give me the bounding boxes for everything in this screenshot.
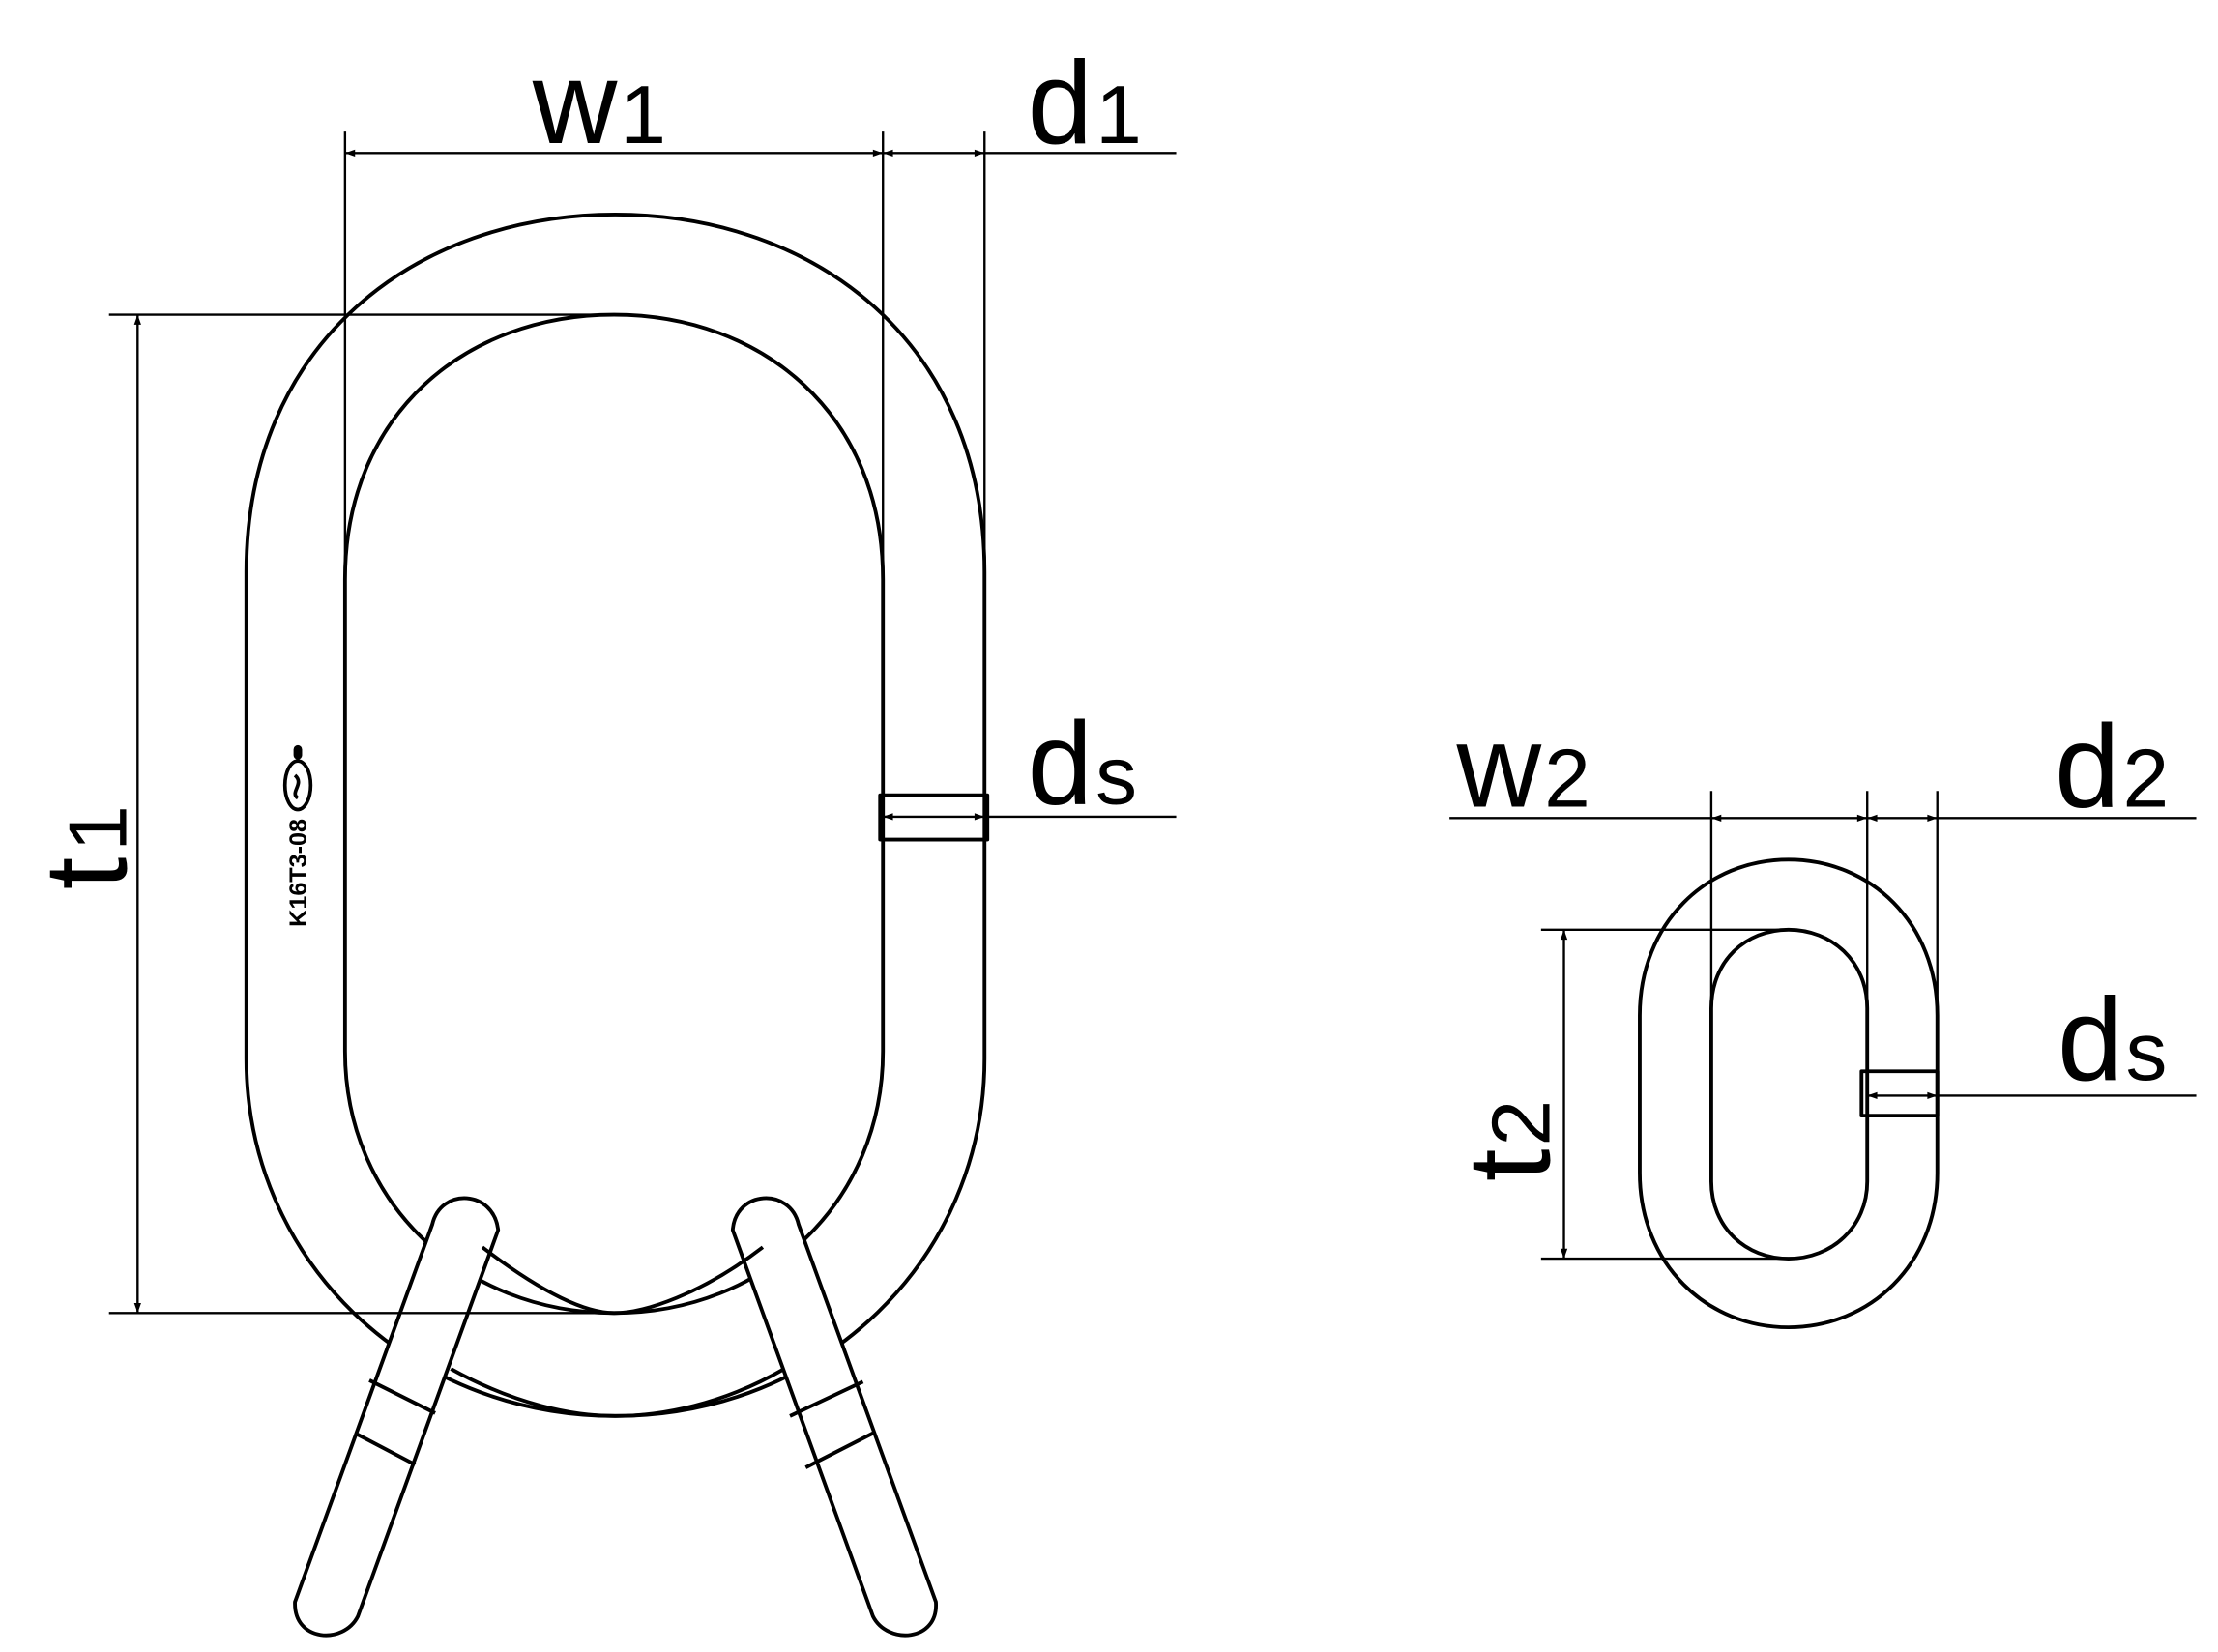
ds1-label: ds bbox=[1028, 698, 1137, 829]
connecting-link-outer-contour bbox=[1638, 857, 1940, 1330]
connecting-link-dimensions bbox=[1449, 791, 2197, 1261]
master-link-dimensions bbox=[108, 131, 1177, 1315]
d1-label: d1 bbox=[1028, 37, 1142, 168]
w2-label: w2 bbox=[1456, 701, 1591, 832]
manufacturer-logo-icon bbox=[282, 744, 313, 812]
w1-label: w1 bbox=[532, 37, 666, 168]
master-link-marking: K16T3-08 bbox=[282, 744, 313, 927]
d2-label: d2 bbox=[2055, 701, 2169, 832]
master-link: K16T3-08 bbox=[244, 213, 990, 1418]
master-link-outer-contour bbox=[244, 213, 987, 1418]
connecting-link-inner-contour bbox=[1709, 927, 1870, 1261]
t1-label: t1 bbox=[19, 805, 151, 889]
connecting-link-weld-band bbox=[1859, 1069, 1940, 1118]
master-link-bottom-outer-visible bbox=[450, 1367, 786, 1418]
t2-label: t2 bbox=[1444, 1100, 1575, 1181]
connecting-link bbox=[1638, 857, 1940, 1330]
master-link-inner-contour bbox=[342, 312, 886, 1316]
sub-link-left bbox=[293, 1196, 501, 1638]
master-link-bottom-inner-visible bbox=[481, 1245, 765, 1316]
ds2-label: ds bbox=[2057, 973, 2167, 1105]
sub-link-right bbox=[730, 1196, 938, 1638]
marking-text: K16T3-08 bbox=[285, 819, 312, 927]
